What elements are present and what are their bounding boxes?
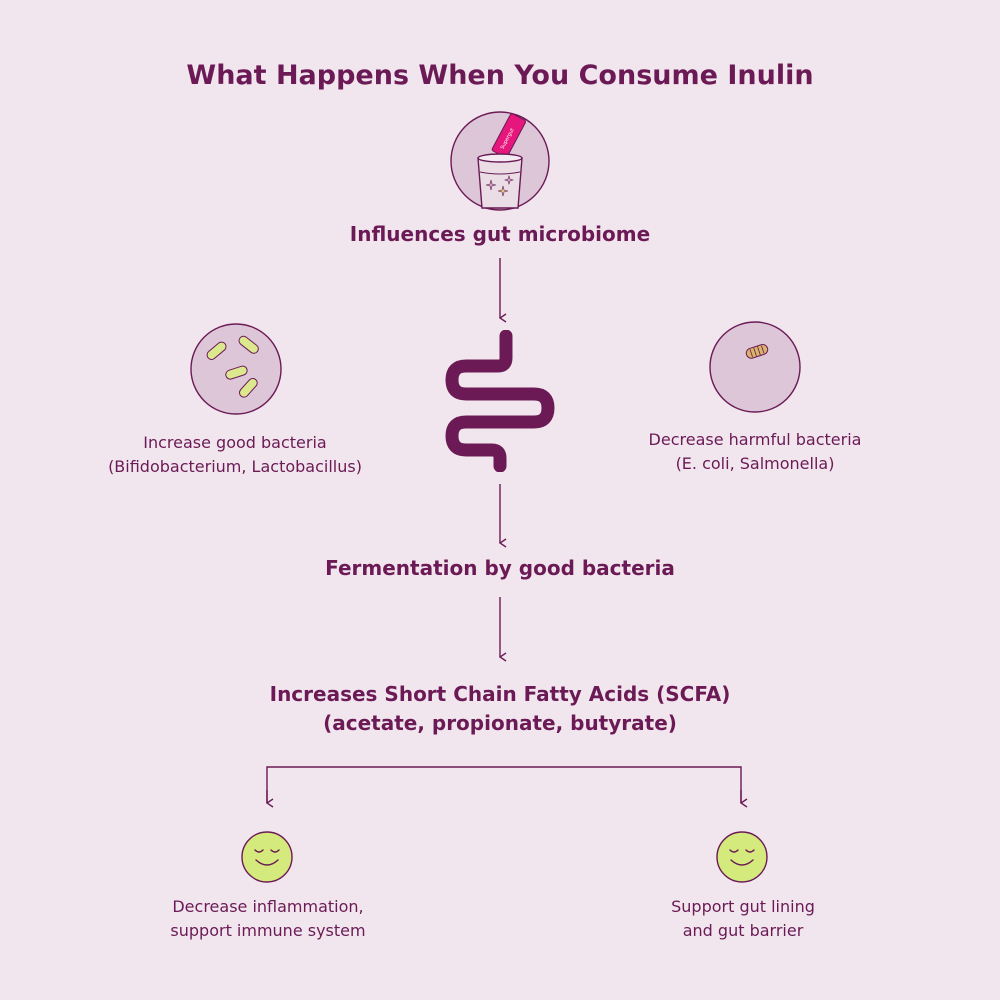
right-branch-line2: (E. coli, Salmonella) [675, 454, 835, 473]
step-scfa-line1: Increases Short Chain Fatty Acids (SCFA) [269, 682, 731, 706]
outcome-right-text: Support gut lining and gut barrier [593, 895, 893, 943]
outcome-left-line2: support immune system [170, 921, 366, 940]
step-microbiome: Influences gut microbiome [349, 222, 651, 246]
step-scfa-line2: (acetate, propionate, butyrate) [323, 711, 677, 735]
glass-packet-icon: Supergut [450, 111, 550, 211]
smiley-icon-right [716, 831, 768, 883]
left-branch-text: Increase good bacteria (Bifidobacterium,… [60, 431, 410, 479]
left-branch-line2: (Bifidobacterium, Lactobacillus) [108, 457, 362, 476]
right-branch-line1: Decrease harmful bacteria [648, 430, 862, 449]
outcome-right-line2: and gut barrier [682, 921, 804, 940]
harmful-bacteria-icon [709, 321, 801, 413]
right-branch-text: Decrease harmful bacteria (E. coli, Salm… [580, 428, 930, 476]
outcome-left-line1: Decrease inflammation, [172, 897, 364, 916]
good-bacteria-icon [190, 323, 282, 415]
intestine-icon [445, 330, 555, 472]
step-scfa: Increases Short Chain Fatty Acids (SCFA)… [0, 680, 1000, 738]
smiley-icon-left [241, 831, 293, 883]
page-title: What Happens When You Consume Inulin [186, 60, 814, 91]
outcome-left-text: Decrease inflammation, support immune sy… [118, 895, 418, 943]
branch-bracket [266, 766, 742, 803]
left-branch-line1: Increase good bacteria [143, 433, 327, 452]
step-fermentation: Fermentation by good bacteria [325, 556, 675, 580]
outcome-right-line1: Support gut lining [671, 897, 815, 916]
